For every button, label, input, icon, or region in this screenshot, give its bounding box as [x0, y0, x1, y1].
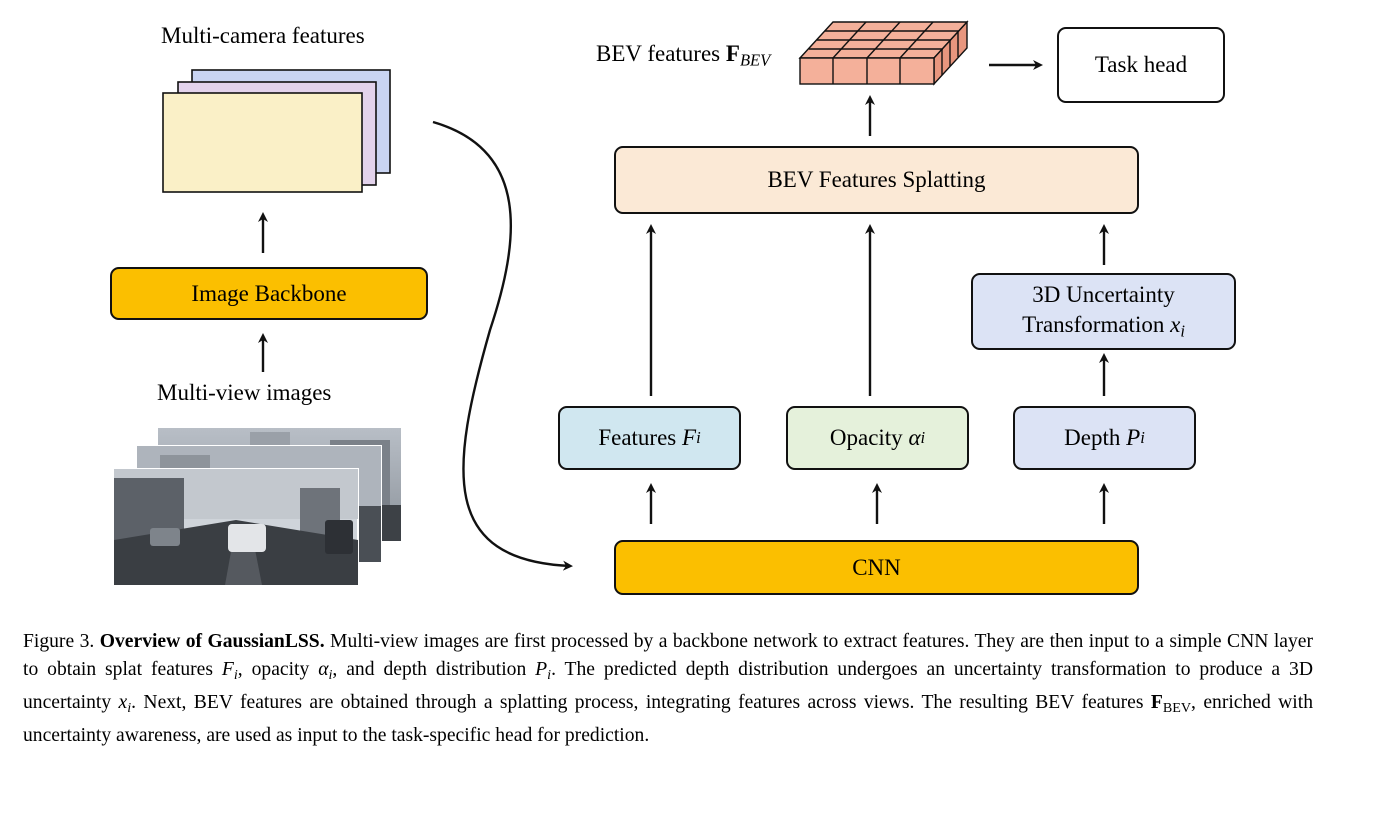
- uncertainty-line-2-text: Transformation: [1022, 312, 1171, 338]
- caption-sub-4: i: [127, 699, 132, 716]
- caption-symbol-x: x: [118, 691, 128, 713]
- bev-features-splatting-box: BEV Features Splatting: [614, 146, 1139, 214]
- task-head-box: Task head: [1057, 27, 1225, 103]
- uncertainty-transformation-box: 3D Uncertainty Transformation xi: [971, 273, 1236, 350]
- features-label: Features: [598, 425, 677, 451]
- bev-features-label: BEV features FBEV: [596, 41, 770, 71]
- uncertainty-line-1: 3D Uncertainty: [1032, 282, 1175, 308]
- caption-symbol-fbev: F: [1150, 691, 1163, 713]
- bev-features-subscript: BEV: [739, 50, 771, 70]
- opacity-symbol: α: [908, 425, 921, 451]
- multi-camera-feature-stack: [162, 69, 391, 193]
- caption-text-2: , opacity: [237, 659, 319, 680]
- caption-symbol-alpha: α: [318, 659, 329, 680]
- features-subscript: i: [696, 428, 701, 448]
- caption-text-6: , enriched with uncertainty awareness, a…: [23, 691, 1313, 746]
- opacity-label: Opacity: [829, 425, 903, 451]
- uncertainty-symbol: x: [1170, 312, 1181, 338]
- caption-title: Overview of GaussianLSS.: [99, 631, 325, 652]
- depth-label: Depth: [1064, 425, 1121, 451]
- caption-sub-2: i: [328, 666, 333, 683]
- caption-prefix: Figure 3.: [23, 631, 100, 652]
- depth-subscript: i: [1140, 428, 1145, 448]
- bev-features-symbol: F: [725, 41, 740, 66]
- caption-symbol-p: P: [535, 659, 548, 680]
- uncertainty-subscript: i: [1180, 321, 1185, 341]
- caption-symbol-f: F: [221, 659, 234, 680]
- depth-symbol: P: [1126, 425, 1141, 451]
- features-symbol: F: [682, 425, 697, 451]
- gaussianlss-architecture-diagram: Multi-camera features Multi-view images …: [110, 20, 1236, 595]
- caption-sub-3: i: [547, 666, 552, 683]
- caption-text-4: . The predicted depth distribution under…: [23, 659, 1313, 713]
- image-backbone-box: Image Backbone: [110, 267, 428, 320]
- caption-sub-bev: BEV: [1162, 699, 1192, 716]
- diagram-graphics: [113, 20, 1109, 586]
- caption-text-5: . Next, BEV features are obtained throug…: [131, 691, 1151, 713]
- arrow-features-to-cnn: [432, 120, 573, 571]
- bev-feature-grid: [798, 20, 969, 86]
- caption-text-1: Multi-view images are first processed by…: [23, 631, 1313, 680]
- multi-camera-features-label: Multi-camera features: [161, 23, 365, 48]
- figure-caption: Figure 3. Overview of GaussianLSS. Multi…: [23, 628, 1313, 750]
- caption-sub-1: i: [233, 666, 238, 683]
- opacity-subscript: i: [920, 428, 926, 448]
- uncertainty-line-2: Transformation xi: [1022, 310, 1185, 342]
- car-front: [228, 524, 266, 552]
- camera-image-front: [113, 468, 359, 586]
- feature-card-front: [162, 92, 363, 193]
- multi-view-images-label: Multi-view images: [157, 380, 332, 405]
- bev-features-prefix: BEV features: [596, 41, 726, 66]
- cnn-box: CNN: [614, 540, 1139, 595]
- multi-view-image-stack: [113, 428, 401, 586]
- caption-text-3: , and depth distribution: [332, 659, 536, 680]
